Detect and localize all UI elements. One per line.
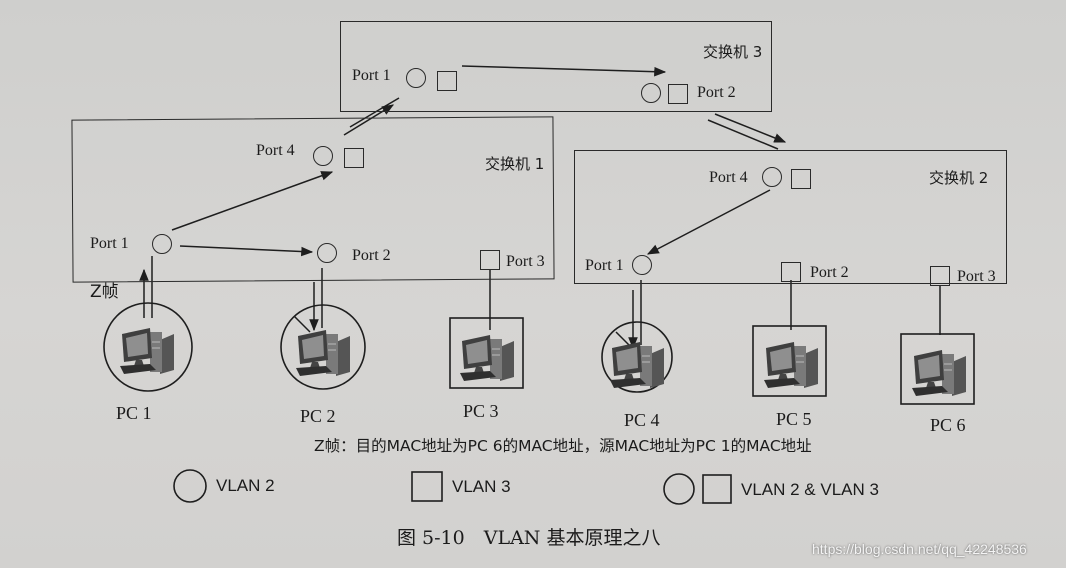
pc5-computer-icon [763, 341, 819, 389]
link-sw3-sw2 [707, 119, 779, 150]
legend-both-label: VLAN 2 & VLAN 3 [741, 480, 879, 499]
switch-2-port2-square [781, 262, 801, 282]
switch-2-port4-circle [762, 167, 782, 187]
switch-2-port1-circle [632, 255, 652, 275]
switch-1-port1-circle [152, 234, 172, 254]
legend-both-circle-icon [663, 473, 695, 505]
arrow-sw2-p4-p1 [646, 189, 771, 255]
switch-2-port3-label: Port 3 [957, 268, 996, 285]
switch-2-port3-square [930, 266, 950, 286]
figure-caption: 图 5-10 VLAN 基本原理之八 [397, 527, 661, 549]
pc4-vlan2-circle [601, 321, 673, 393]
switch-2-port4-square [791, 169, 811, 189]
switch-1-title: 交换机 1 [485, 155, 545, 173]
arrow-sw1-p1-p2 [179, 245, 314, 257]
pc3-vlan3-square [449, 317, 524, 389]
arrow-sw3-to-sw2 [714, 113, 787, 143]
switch-2-port4-label: Port 4 [709, 169, 748, 186]
pc6-label: PC 6 [930, 415, 966, 435]
arrow-sw1-p1-p4 [171, 171, 334, 231]
switch-2-title: 交换机 2 [929, 169, 989, 187]
pc6-computer-icon [911, 349, 967, 397]
switch-1-port4-circle [313, 146, 333, 166]
pc4-computer-icon [609, 341, 665, 389]
pc4-label: PC 4 [624, 410, 660, 430]
z-frame-note: Z帧：目的MAC地址为PC 6的MAC地址，源MAC地址为PC 1的MAC地址 [314, 437, 812, 455]
switch-1-port4-label: Port 4 [256, 142, 295, 159]
switch-1-port4-square [344, 148, 364, 168]
switch-3-port1-square [437, 71, 457, 91]
switch-2-port2-label: Port 2 [810, 264, 849, 281]
legend-circle-icon [173, 469, 207, 503]
switch-1-port3-square [480, 250, 500, 270]
switch-3-port2-label: Port 2 [697, 84, 736, 101]
cross-pc2 [293, 315, 311, 333]
pc5-label: PC 5 [776, 409, 812, 429]
switch-1-port1-label: Port 1 [90, 235, 129, 252]
switch-1-port2-label: Port 2 [352, 247, 391, 264]
pc2-vlan2-circle [280, 304, 366, 390]
pc5-vlan3-square [752, 325, 827, 397]
arrow-sw3-p1-p2 [461, 65, 667, 77]
switch-3-port2-square [668, 84, 688, 104]
switch-1-port2-circle [317, 243, 337, 263]
arrow-sw1-to-sw3 [343, 104, 395, 136]
switch-3-port1-circle [406, 68, 426, 88]
legend-circle-label: VLAN 2 [216, 476, 275, 495]
watermark-text: https://blog.csdn.net/qq_42248536 [812, 541, 1027, 557]
switch-2-port1-label: Port 1 [585, 257, 624, 274]
switch-3-title: 交换机 3 [703, 43, 763, 61]
switch-3-port1-label: Port 1 [352, 67, 391, 84]
legend-square-label: VLAN 3 [452, 477, 511, 496]
legend-both-square-icon [702, 474, 732, 504]
pc3-label: PC 3 [463, 401, 499, 421]
pc1-computer-icon [119, 327, 175, 375]
pc1-vlan2-circle [103, 302, 193, 392]
switch-2 [574, 150, 1007, 284]
switch-1-port3-label: Port 3 [506, 253, 545, 270]
legend-square-icon [411, 471, 443, 502]
pc3-computer-icon [459, 334, 515, 382]
pc6-vlan3-square [900, 333, 975, 405]
pc1-label: PC 1 [116, 403, 152, 423]
switch-3 [340, 21, 772, 112]
z-frame-label: Z帧 [90, 282, 119, 302]
switch-3-port2-circle [641, 83, 661, 103]
link-sw1-sw3 [349, 97, 400, 128]
pc2-label: PC 2 [300, 406, 336, 426]
pc2-computer-icon [295, 329, 351, 377]
